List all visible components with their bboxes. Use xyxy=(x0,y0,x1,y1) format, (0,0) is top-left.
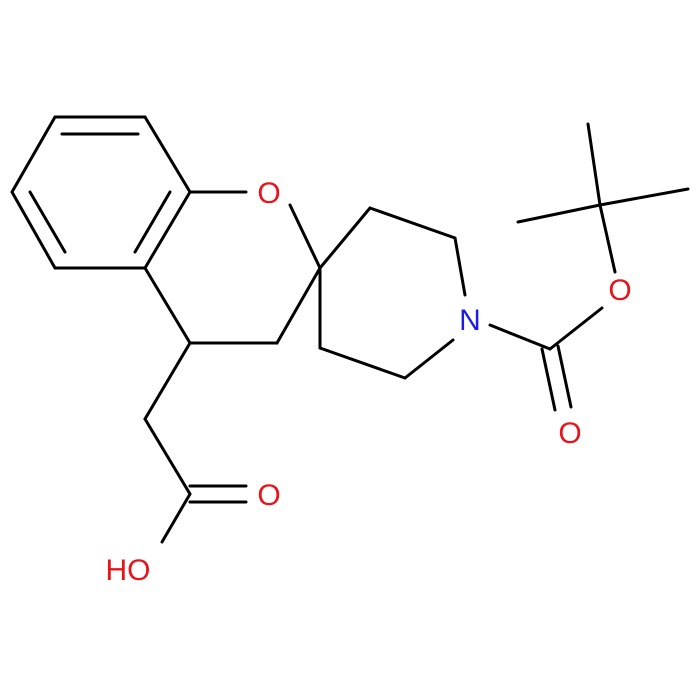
bond-n-carbonyl xyxy=(488,323,552,351)
ester-oxygen-label: O xyxy=(608,274,631,307)
bond-benzene-inner-2 xyxy=(133,190,172,254)
bond-benzene-6 xyxy=(10,115,57,194)
bond-boc-double-a xyxy=(540,347,557,412)
acid-carbonyl-oxygen-label: O xyxy=(257,479,280,512)
bond-c3p-n xyxy=(453,236,467,297)
bond-spiro-c2p xyxy=(318,206,372,270)
ring-oxygen-label: O xyxy=(257,177,280,210)
bond-benzene-inner-3 xyxy=(28,190,67,254)
bond-spiro-c3 xyxy=(275,266,322,345)
bond-cq-me3 xyxy=(598,187,690,207)
bond-o-spiro xyxy=(288,203,322,270)
hydroxyl-label: HO xyxy=(106,554,151,587)
nitrogen-label: N xyxy=(459,304,481,337)
bond-n-c5p xyxy=(403,338,455,380)
bond-ch2-cooh xyxy=(143,417,192,496)
bond-ester-o-cq xyxy=(598,203,617,274)
boc-carbonyl-oxygen-label: O xyxy=(558,417,581,450)
bond-c4-ch2 xyxy=(143,341,192,421)
bond-c4-c4a xyxy=(143,266,192,345)
bond-c5p-c6p xyxy=(318,346,407,380)
bond-cq-me2 xyxy=(516,203,602,224)
bond-cq-me1 xyxy=(586,122,602,207)
bond-benzene-3 xyxy=(143,190,192,270)
bond-c2p-c3p xyxy=(368,206,457,240)
bond-cooh-oh xyxy=(160,492,192,544)
bond-boc-double-b xyxy=(556,344,573,409)
bond-benzene-2 xyxy=(143,115,192,194)
bond-benzene-5 xyxy=(10,190,57,270)
bond-carbonyl-ester-o xyxy=(548,306,604,351)
